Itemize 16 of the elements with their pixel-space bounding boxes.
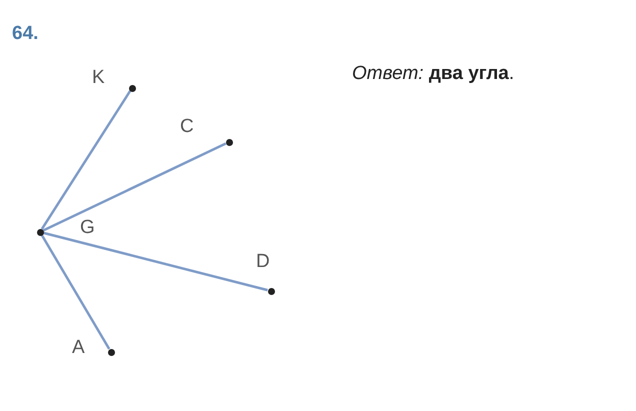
point-label: D (256, 252, 270, 271)
line-segment (42, 142, 226, 232)
point (36, 228, 44, 236)
exercise-number: 64. (12, 22, 38, 46)
point-label: G (80, 218, 95, 237)
point-label: C (180, 117, 194, 136)
line-segment (40, 90, 132, 230)
point (108, 348, 114, 356)
line-segment (40, 234, 110, 350)
point-label: A (72, 338, 85, 357)
point (268, 288, 274, 294)
point (128, 84, 136, 92)
line-segment (43, 232, 268, 292)
point (226, 138, 232, 146)
point-label: K (92, 68, 105, 87)
answer-text: Ответ: два угла. (352, 62, 514, 86)
